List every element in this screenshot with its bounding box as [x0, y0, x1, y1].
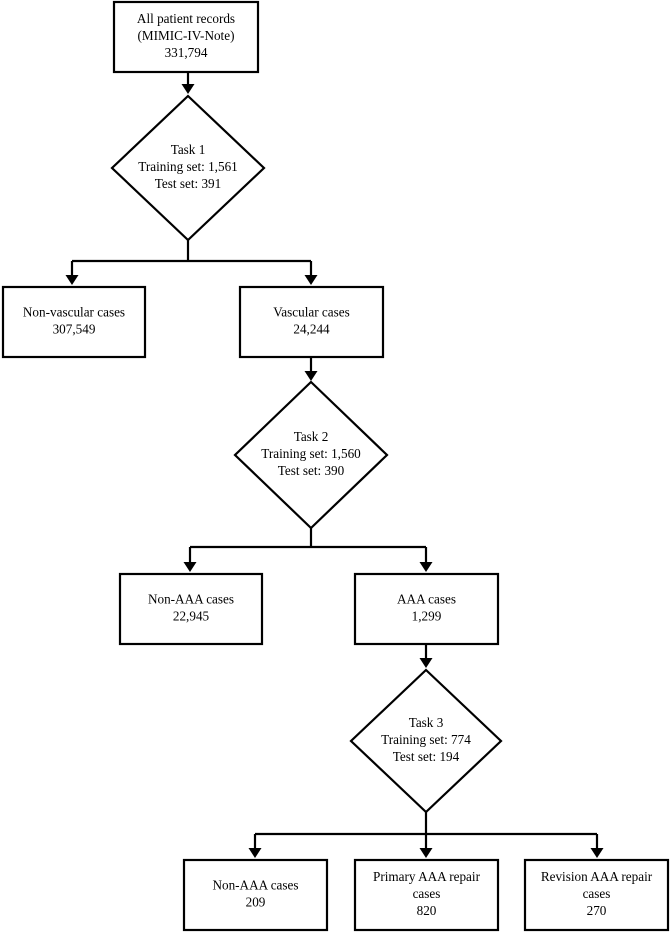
task-3-diamond-line-2: Training set: 774 — [381, 732, 471, 747]
arrowhead-to-vascular — [304, 275, 318, 285]
vascular-cases-box-line-1: Vascular cases — [273, 305, 350, 320]
task-3-diamond-line-1: Task 3 — [409, 715, 444, 730]
non-aaa-cases-box: Non-AAA cases 22,945 — [118, 572, 264, 646]
non-aaa-cases-final-box-line-2: 209 — [246, 895, 266, 910]
revision-aaa-repair-cases-box-line-1: Revision AAA repair — [541, 869, 653, 884]
revision-aaa-repair-cases-box: Revision AAA repair cases 270 — [523, 858, 670, 932]
arrowhead-to-revision-repair — [590, 848, 604, 858]
all-patient-records-box-shape — [112, 0, 260, 74]
vascular-cases-box: Vascular cases 24,244 — [238, 285, 385, 359]
non-vascular-cases-box: Non-vascular cases 307,549 — [1, 285, 147, 359]
arrowheads-layer — [65, 84, 604, 858]
task-1-diamond-line-1: Task 1 — [171, 142, 206, 157]
revision-aaa-repair-cases-box-line-2: cases — [583, 886, 611, 901]
arrowhead-to-task2 — [304, 371, 318, 381]
connector-task1-split — [70, 240, 313, 281]
task-2-diamond-line-3: Test set: 390 — [278, 463, 345, 478]
non-vascular-cases-box-shape — [1, 285, 147, 359]
all-patient-records-box-line-1: All patient records — [137, 11, 235, 26]
vascular-cases-box-shape — [238, 285, 385, 359]
primary-aaa-repair-cases-box-line-3: 820 — [417, 903, 437, 918]
task-3-diamond-shape — [349, 668, 503, 814]
non-vascular-cases-box-line-1: Non-vascular cases — [23, 305, 125, 320]
revision-aaa-repair-cases-box-shape — [523, 858, 670, 932]
vascular-cases-box-line-2: 24,244 — [293, 322, 330, 337]
task-3-diamond-line-3: Test set: 194 — [393, 749, 460, 764]
non-aaa-cases-box-shape — [118, 572, 264, 646]
aaa-cases-box-shape — [353, 572, 500, 646]
primary-aaa-repair-cases-box-shape — [353, 858, 500, 932]
revision-aaa-repair-cases-box-line-3: 270 — [587, 903, 607, 918]
task-2-diamond-line-1: Task 2 — [294, 429, 329, 444]
aaa-cases-box: AAA cases 1,299 — [353, 572, 500, 646]
aaa-cases-box-line-2: 1,299 — [412, 609, 442, 624]
non-aaa-cases-final-box: Non-AAA cases 209 — [182, 858, 329, 932]
non-aaa-cases-box-line-2: 22,945 — [173, 609, 210, 624]
all-patient-records-box-line-3: 331,794 — [165, 45, 208, 60]
all-patient-records-box-line-2: (MIMIC-IV-Note) — [138, 28, 235, 43]
arrowhead-to-task1 — [181, 84, 195, 94]
non-vascular-cases-box-line-2: 307,549 — [53, 322, 96, 337]
non-aaa-cases-final-box-line-1: Non-AAA cases — [212, 878, 298, 893]
task-1-diamond-shape — [110, 94, 266, 242]
arrowhead-to-non-aaa — [183, 562, 197, 572]
primary-aaa-repair-cases-box-line-2: cases — [413, 886, 441, 901]
task-2-diamond-line-2: Training set: 1,560 — [261, 446, 361, 461]
primary-aaa-repair-cases-box-line-1: Primary AAA repair — [373, 869, 481, 884]
primary-aaa-repair-cases-box: Primary AAA repair cases 820 — [353, 858, 500, 932]
connector-task3-split — [253, 812, 599, 854]
arrowhead-to-task3 — [419, 658, 433, 668]
non-aaa-cases-final-box-shape — [182, 858, 329, 932]
aaa-cases-box-line-1: AAA cases — [397, 592, 456, 607]
connectors-layer — [70, 72, 599, 854]
arrowhead-to-aaa — [419, 562, 433, 572]
task-2-diamond-shape — [233, 380, 389, 530]
task-1-diamond-line-2: Training set: 1,561 — [138, 159, 238, 174]
connector-task2-split — [188, 528, 428, 568]
arrowhead-to-non-aaa-final — [248, 848, 262, 858]
non-aaa-cases-box-line-1: Non-AAA cases — [148, 592, 234, 607]
task-1-diamond-line-3: Test set: 391 — [155, 176, 221, 191]
all-patient-records-box: All patient records (MIMIC-IV-Note) 331,79… — [112, 0, 260, 74]
arrowhead-to-primary-repair — [419, 848, 433, 858]
arrowhead-to-non-vascular — [65, 275, 79, 285]
